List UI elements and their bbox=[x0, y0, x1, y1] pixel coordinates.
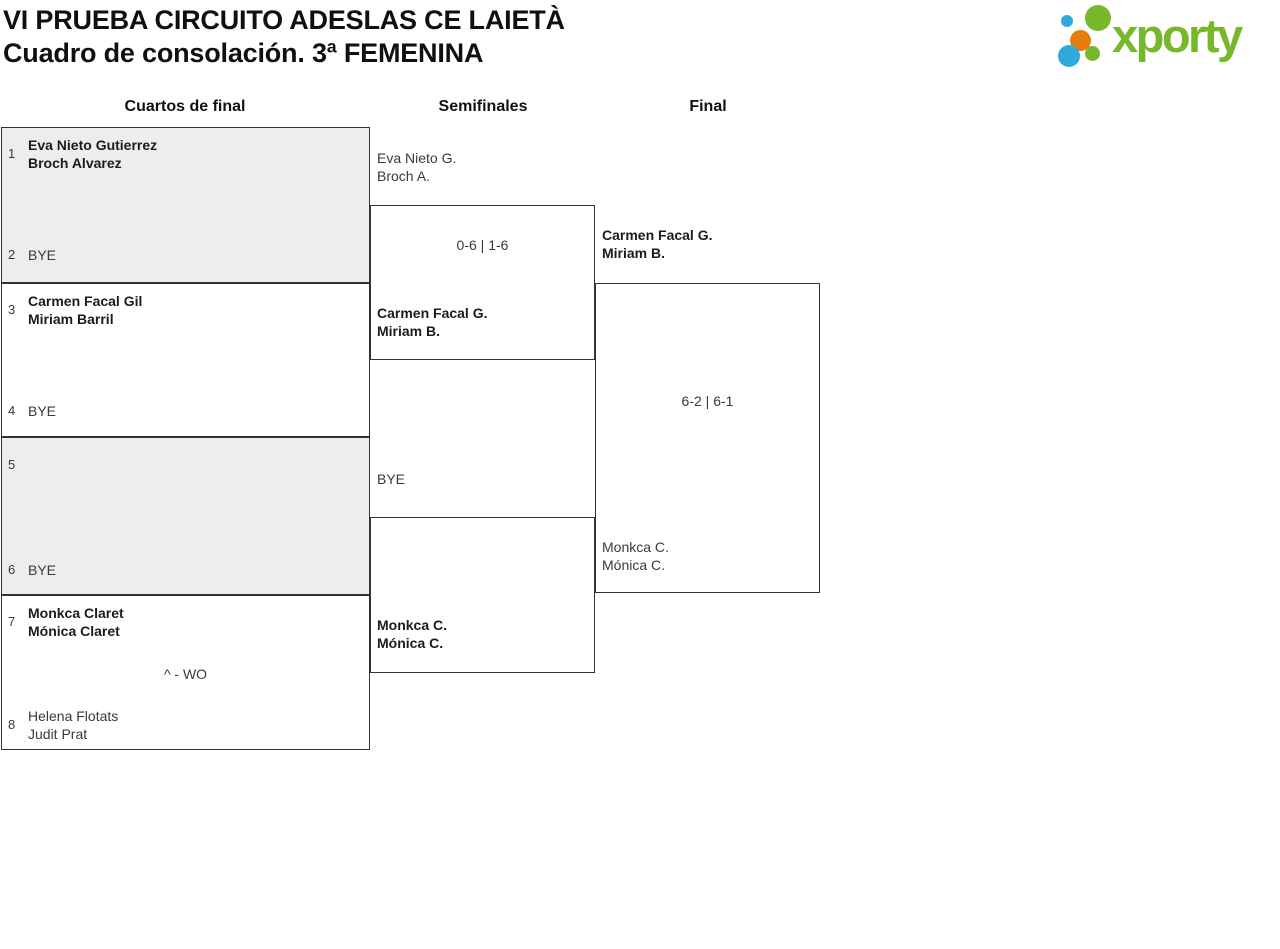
qf2-seed4-pair: 4 BYE bbox=[8, 402, 56, 420]
match-box-final bbox=[595, 283, 820, 593]
player-name: Monkca C. bbox=[602, 539, 669, 555]
match-box-qf3 bbox=[1, 437, 370, 595]
player-name: Eva Nieto G. bbox=[377, 150, 457, 166]
qf4-seed7-pair: 7 Monkca Claret Mónica Claret bbox=[8, 604, 124, 640]
player-name: Broch A. bbox=[377, 168, 430, 184]
qf3-seed5-pair: 5 bbox=[8, 456, 28, 474]
seed-number: 5 bbox=[8, 457, 16, 472]
player-name: Judit Prat bbox=[28, 726, 88, 742]
logo-dot-orange-icon bbox=[1070, 30, 1091, 51]
seed-number: 7 bbox=[8, 614, 16, 629]
final-top-pair: Carmen Facal G. Miriam B. bbox=[602, 226, 713, 262]
bye-label: BYE bbox=[28, 562, 57, 578]
bye-label: BYE bbox=[28, 247, 57, 263]
player-name: Eva Nieto Gutierrez bbox=[28, 137, 158, 153]
title-line2: Cuadro de consolación. 3ª FEMENINA bbox=[3, 38, 484, 68]
seed-number: 2 bbox=[8, 247, 16, 262]
match-box-sf2 bbox=[370, 517, 595, 673]
player-name: Broch Alvarez bbox=[28, 155, 122, 171]
seed-number: 1 bbox=[8, 146, 16, 161]
logo-dot-blue-small-icon bbox=[1061, 15, 1073, 27]
sf2-bottom-pair: Monkca C. Mónica C. bbox=[377, 616, 447, 652]
match-box-qf4 bbox=[1, 595, 370, 750]
qf3-seed6-pair: 6 BYE bbox=[8, 561, 56, 579]
player-name: Monkca C. bbox=[377, 617, 448, 633]
match-box-qf2 bbox=[1, 283, 370, 437]
qf4-score: ^ - WO bbox=[163, 666, 208, 682]
player-name: Mónica C. bbox=[602, 557, 666, 573]
logo-wordmark: xporty bbox=[1112, 9, 1243, 62]
qf2-seed3-pair: 3 Carmen Facal Gil Miriam Barril bbox=[8, 292, 142, 328]
seed-number: 6 bbox=[8, 562, 16, 577]
final-score: 6-2 | 6-1 bbox=[681, 393, 734, 409]
player-name: Miriam B. bbox=[377, 323, 441, 339]
player-name: Miriam Barril bbox=[28, 311, 114, 327]
player-name: Carmen Facal G. bbox=[377, 305, 488, 321]
player-name: Mónica Claret bbox=[28, 623, 120, 639]
match-box-sf1 bbox=[370, 205, 595, 360]
player-name: Mónica C. bbox=[377, 635, 444, 651]
sf1-score: 0-6 | 1-6 bbox=[456, 237, 509, 253]
bye-label: BYE bbox=[28, 403, 57, 419]
match-box-qf1 bbox=[1, 127, 370, 283]
player-name: Helena Flotats bbox=[28, 708, 119, 724]
sf2-top-pair: BYE bbox=[377, 470, 405, 488]
player-name: Carmen Facal Gil bbox=[28, 293, 143, 309]
seed-number: 4 bbox=[8, 403, 16, 418]
seed-number: 8 bbox=[8, 717, 16, 732]
final-bottom-pair: Monkca C. Mónica C. bbox=[602, 538, 669, 574]
logo-dot-blue-big-icon bbox=[1058, 45, 1080, 67]
qf1-seed2-pair: 2 BYE bbox=[8, 246, 56, 264]
sf1-bottom-pair: Carmen Facal G. Miriam B. bbox=[377, 304, 488, 340]
round-header-final: Final bbox=[689, 98, 727, 115]
seed-number: 3 bbox=[8, 302, 16, 317]
qf1-seed1-pair: 1 Eva Nieto Gutierrez Broch Alvarez bbox=[8, 136, 157, 172]
round-header-semifinals: Semifinales bbox=[438, 98, 528, 115]
logo-dot-green-big-icon bbox=[1085, 5, 1111, 31]
sf1-top-pair: Eva Nieto G. Broch A. bbox=[377, 149, 456, 185]
player-name: Miriam B. bbox=[602, 245, 666, 261]
xporty-logo: xporty bbox=[1048, 0, 1280, 80]
page-title: VI PRUEBA CIRCUITO ADESLAS CE LAIETÀ Cua… bbox=[3, 4, 565, 70]
player-name: Monkca Claret bbox=[28, 605, 124, 621]
player-name: Carmen Facal G. bbox=[602, 227, 713, 243]
round-header-quarterfinals: Cuartos de final bbox=[124, 98, 246, 115]
bye-label: BYE bbox=[377, 471, 406, 487]
title-line1: VI PRUEBA CIRCUITO ADESLAS CE LAIETÀ bbox=[3, 5, 565, 35]
logo-dot-green-small-icon bbox=[1085, 46, 1100, 61]
qf4-seed8-pair: 8 Helena Flotats Judit Prat bbox=[8, 707, 118, 743]
